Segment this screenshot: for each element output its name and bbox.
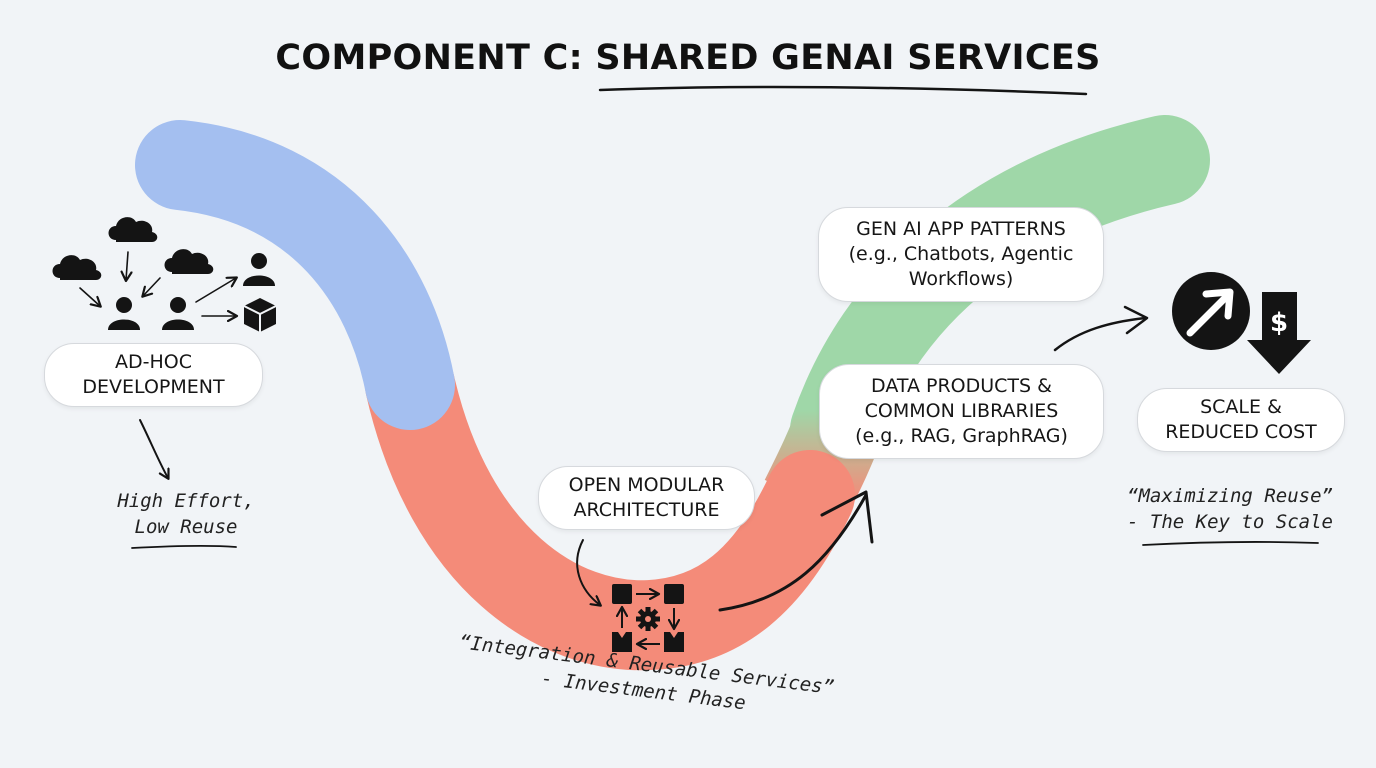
cloud-icon xyxy=(52,255,102,280)
note-reuse-line: - The Key to Scale xyxy=(1127,511,1333,533)
stage-data-products-line: COMMON LIBRARIES xyxy=(864,400,1059,422)
growth-arrow-icon xyxy=(1172,272,1250,350)
title-underline xyxy=(598,85,1088,96)
stage-adhoc-line: AD-HOC xyxy=(115,351,192,373)
note-effort-line: Low Reuse xyxy=(134,516,238,538)
adhoc-connection-arrows xyxy=(79,251,236,316)
modular-blocks-icon xyxy=(612,584,684,652)
gear-icon xyxy=(636,607,660,631)
user-icon xyxy=(243,253,275,286)
dollar-down-icon: $ xyxy=(1247,292,1311,374)
stage-adhoc: AD-HOC DEVELOPMENT xyxy=(44,343,263,407)
investment-up-arrowhead xyxy=(820,490,874,544)
stage-app-patterns-line: (e.g., Chatbots, Agentic xyxy=(848,243,1074,265)
stage-scale: SCALE & REDUCED COST xyxy=(1137,388,1345,452)
curve-segment-red xyxy=(365,340,855,671)
page-title: COMPONENT C: SHARED GENAI SERVICES xyxy=(275,38,1101,78)
stage-data-products-line: (e.g., RAG, GraphRAG) xyxy=(855,425,1068,447)
modular-down-arrow xyxy=(576,539,600,605)
stage-app-patterns: GEN AI APP PATTERNS (e.g., Chatbots, Age… xyxy=(818,207,1104,302)
stage-modular-line: ARCHITECTURE xyxy=(573,499,720,521)
user-icon xyxy=(108,297,140,330)
box-icon xyxy=(243,298,277,332)
svg-text:$: $ xyxy=(1270,308,1288,338)
stage-data-products-line: DATA PRODUCTS & xyxy=(871,375,1052,397)
stage-adhoc-line: DEVELOPMENT xyxy=(82,376,225,398)
stage-modular: OPEN MODULAR ARCHITECTURE xyxy=(538,466,755,530)
cloud-icon xyxy=(108,217,158,242)
stage-app-patterns-line: Workflows) xyxy=(908,268,1014,290)
user-icon xyxy=(162,297,194,330)
scale-arrow xyxy=(1053,316,1147,352)
curve-segment-blue xyxy=(135,120,455,430)
stage-modular-line: OPEN MODULAR xyxy=(568,474,725,496)
adhoc-down-arrow xyxy=(139,419,168,478)
stage-app-patterns-line: GEN AI APP PATTERNS xyxy=(856,218,1066,240)
adhoc-network-icons xyxy=(52,217,277,332)
note-effort: High Effort, Low Reuse xyxy=(96,488,276,540)
note-effort-line: High Effort, xyxy=(117,490,255,512)
cloud-icon xyxy=(164,249,214,274)
stage-scale-line: REDUCED COST xyxy=(1165,421,1317,443)
stage-scale-line: SCALE & xyxy=(1200,396,1282,418)
effort-underline xyxy=(131,545,237,549)
note-reuse: “Maximizing Reuse” - The Key to Scale xyxy=(1110,483,1350,535)
reuse-underline xyxy=(1142,541,1319,546)
scale-arrowhead xyxy=(1123,305,1149,335)
stage-data-products: DATA PRODUCTS & COMMON LIBRARIES (e.g., … xyxy=(819,364,1104,459)
note-reuse-line: “Maximizing Reuse” xyxy=(1127,485,1333,507)
investment-up-arrow xyxy=(718,493,868,612)
